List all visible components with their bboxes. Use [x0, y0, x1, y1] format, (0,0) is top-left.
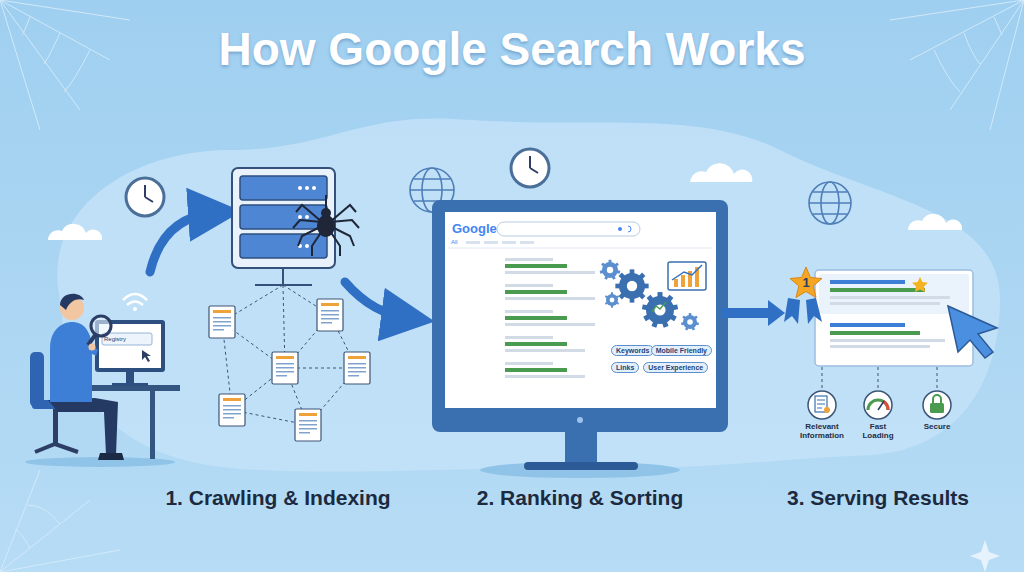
search-logo: Google: [452, 221, 497, 236]
screen-text: Registry: [104, 336, 126, 343]
tab-text: All: [451, 239, 458, 246]
stage-label: 3. Serving Results: [748, 486, 1008, 510]
stage-label: 1. Crawling & Indexing: [128, 486, 428, 510]
factor-tag: Keywords: [611, 345, 654, 356]
icon-label: Fast Loading: [855, 422, 901, 440]
tag-text: Links: [616, 364, 634, 371]
stage-label: 2. Ranking & Sorting: [430, 486, 730, 510]
tag-text: Keywords: [616, 347, 649, 354]
tag-text: User Experience: [648, 364, 703, 371]
icon-label: Secure: [914, 422, 960, 431]
icon-label: Relevant Information: [794, 422, 850, 440]
factor-tag: Mobile Friendly: [651, 345, 712, 356]
tag-text: Mobile Friendly: [656, 347, 707, 354]
factor-tag: User Experience: [643, 362, 708, 373]
title: How Google Search Works: [0, 22, 1024, 76]
rank-number: 1: [789, 275, 823, 290]
monitor-screen: GoogleKeywords Mobile FriendlyLinks User E…: [445, 212, 716, 408]
rank-badge: 1: [789, 266, 823, 300]
factor-tag: Links: [611, 362, 639, 373]
